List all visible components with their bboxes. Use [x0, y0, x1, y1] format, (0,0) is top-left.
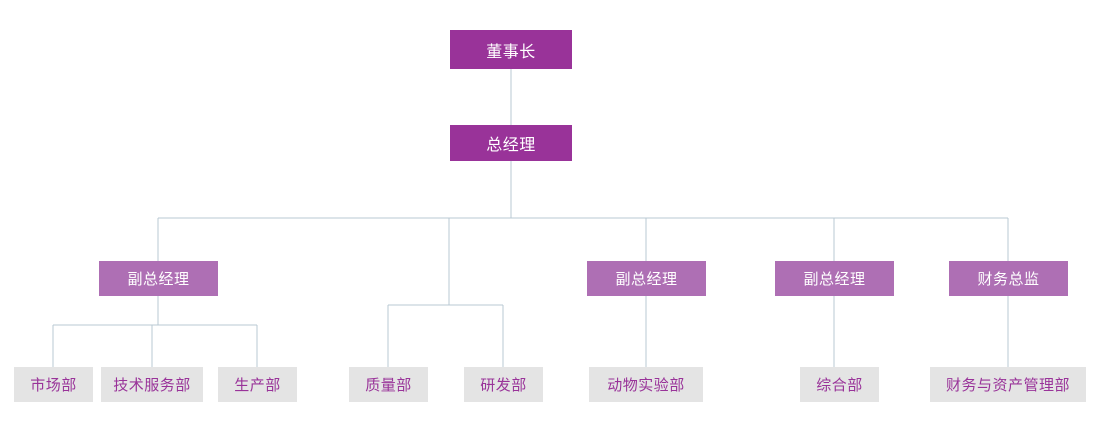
- node-general-affairs-department[interactable]: 综合部: [800, 367, 879, 402]
- node-vice-general-manager-2[interactable]: 副总经理: [587, 261, 706, 296]
- node-animal-lab-department[interactable]: 动物实验部: [589, 367, 703, 402]
- node-finance-director[interactable]: 财务总监: [949, 261, 1068, 296]
- node-technical-service-department[interactable]: 技术服务部: [101, 367, 203, 402]
- node-vice-general-manager-3[interactable]: 副总经理: [775, 261, 894, 296]
- node-market-department[interactable]: 市场部: [14, 367, 93, 402]
- node-production-department[interactable]: 生产部: [218, 367, 297, 402]
- node-finance-asset-management-department[interactable]: 财务与资产管理部: [930, 367, 1086, 402]
- node-general-manager[interactable]: 总经理: [450, 125, 572, 161]
- node-chairman[interactable]: 董事长: [450, 30, 572, 69]
- node-rd-department[interactable]: 研发部: [464, 367, 543, 402]
- node-vice-general-manager-1[interactable]: 副总经理: [99, 261, 218, 296]
- node-quality-department[interactable]: 质量部: [349, 367, 428, 402]
